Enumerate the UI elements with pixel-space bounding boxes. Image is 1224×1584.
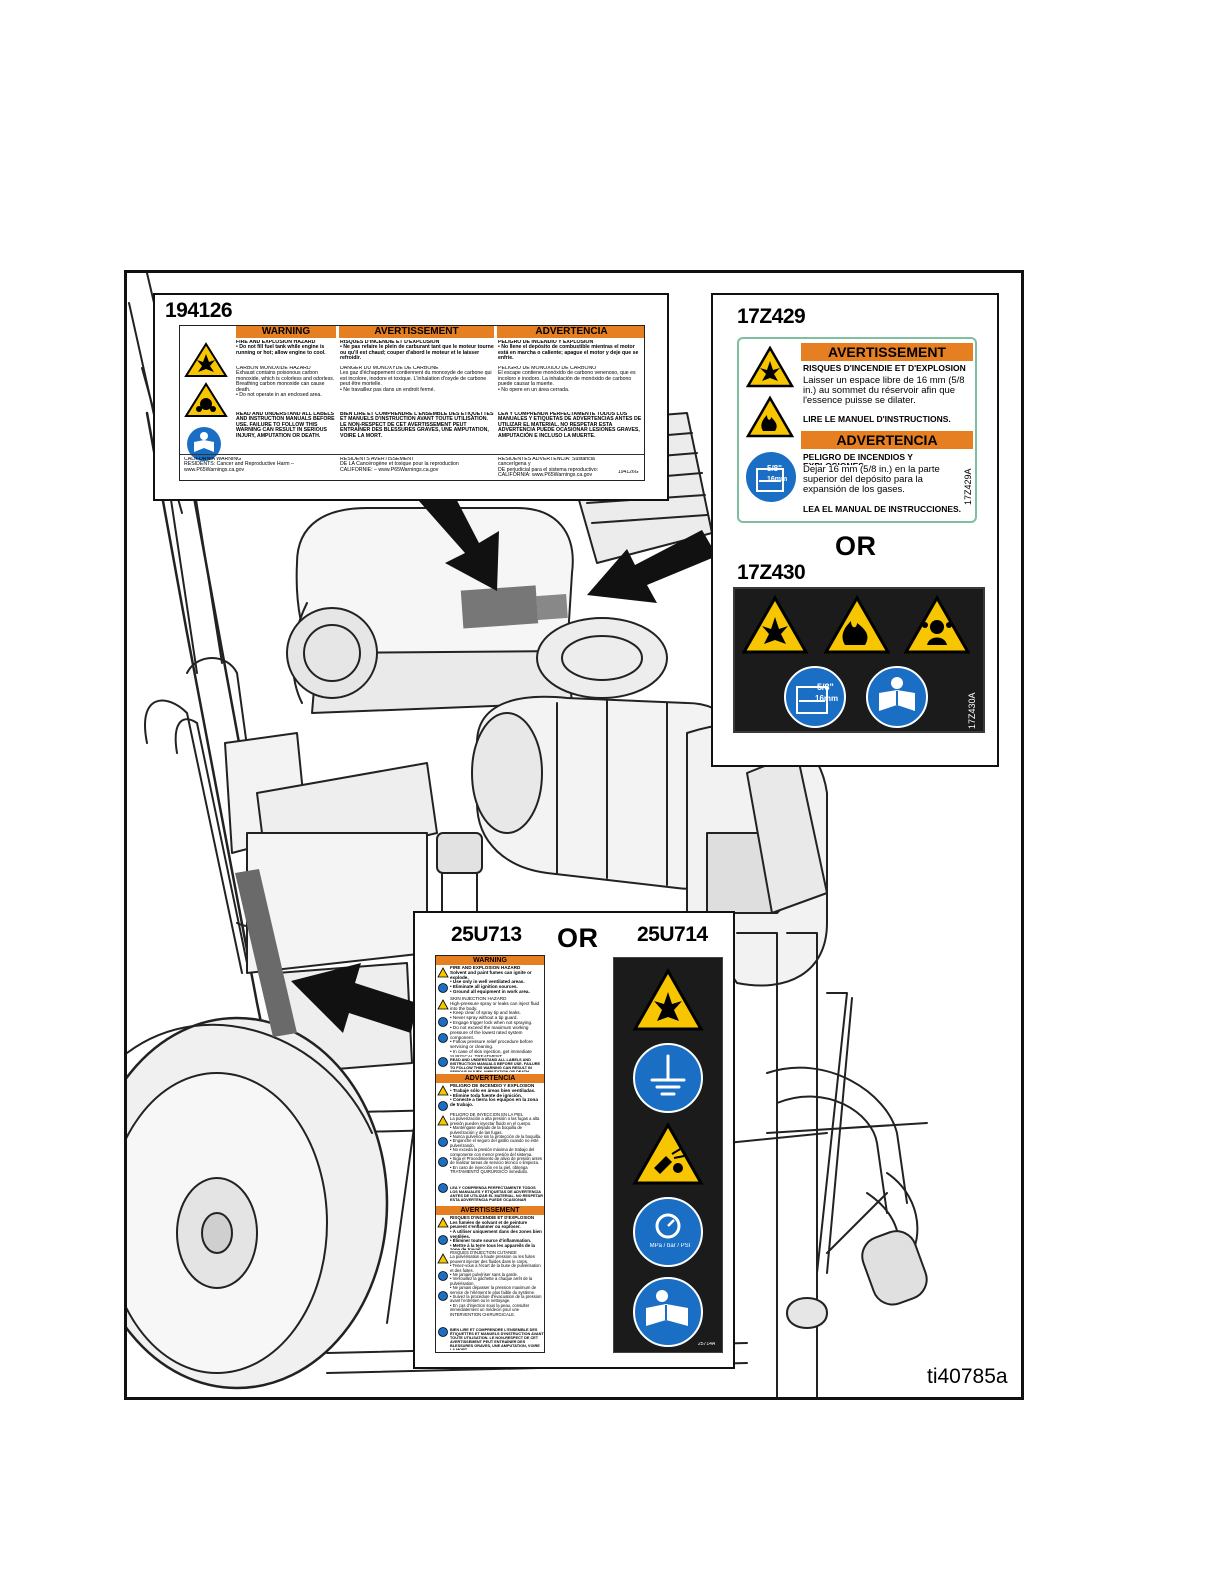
fire-explosion-icon <box>741 595 809 654</box>
sprayer-illustration <box>127 273 928 1397</box>
fr-co-text: DANGER DU MONOXYDE DE CARBONE Les gaz d'… <box>340 366 492 393</box>
es-fire-text: PELIGRO DE INCENDIO Y EXPLOSIÓN • No lle… <box>498 340 639 362</box>
header-advertencia: ADVERTENCIA <box>801 431 973 449</box>
header-avertissement: AVERTISSEMENT <box>801 343 973 361</box>
label-code-194126: 194126G <box>618 470 639 475</box>
en-read-text: READ AND UNDERSTAND ALL LABELS AND INSTR… <box>450 1058 541 1072</box>
fr-read-text: BIEN LIRE ET COMPRENDRE L'ENSEMBLE DES É… <box>340 412 494 439</box>
header-warning: WARNING <box>236 326 336 338</box>
read-manual-icon <box>187 427 221 461</box>
label-code-17Z430: 17Z430A <box>967 692 977 729</box>
part-number-25U713: 25U713 <box>451 923 522 946</box>
read-manual-icon <box>866 666 928 728</box>
fuel-fill-level-icon <box>746 452 796 502</box>
en-read-text: READ AND UNDERSTAND ALL LABELS AND INSTR… <box>236 412 335 439</box>
warning-label-25U714: MPa / bar / PSI 25714A <box>613 957 723 1353</box>
carbon-monoxide-icon <box>184 382 228 417</box>
fr-fire-text: RISQUES D'INCENDIE ET D'EXPLOSION Les fu… <box>450 1216 542 1250</box>
fr-body: Laisser un espace libre de 16 mm (5/8 in… <box>803 376 965 406</box>
fuel-fill-level-icon <box>784 666 846 728</box>
warning-label-17Z429: 5/8" 16mm AVERTISSEMENT RISQUES D'INCEND… <box>737 337 977 523</box>
part-number-25U714: 25U714 <box>637 923 708 946</box>
en-skin-text: SKIN INJECTION HAZARD High-pressure spra… <box>450 997 540 1057</box>
part-number-17Z430: 17Z430 <box>737 561 806 584</box>
en-co-text: CARBON MONOXIDE HAZARD Exhaust contains … <box>236 366 335 399</box>
warning-label-17Z430: 5/8" 16mm 17Z430A <box>733 587 985 733</box>
icon-dim-mm: 16mm <box>767 476 788 483</box>
header-avertissement: AVERTISSEMENT <box>339 326 494 338</box>
warning-label-25U713: WARNING FIRE AND EXPLOSION HAZARD Solven… <box>435 955 545 1353</box>
es-read: LEA EL MANUAL DE INSTRUCCIONES. <box>803 505 962 514</box>
fire-explosion-icon <box>632 968 704 1031</box>
or-separator: OR <box>557 923 599 953</box>
header-advertencia: ADVERTENCIA <box>436 1074 544 1083</box>
fr-skin-text: RISQUES D'INJECTION CUTANÉE La pulvérisa… <box>450 1251 542 1317</box>
es-fire-text: PELIGRO DE INCENDIO Y EXPLOSIÓN • Trabaj… <box>450 1084 538 1108</box>
fire-explosion-icon <box>745 345 795 388</box>
california-fr-text: RÉSIDENTS AVERTISSEMENT DE LA Cancérogèn… <box>340 457 459 473</box>
part-number-17Z429: 17Z429 <box>737 305 806 328</box>
inset-17Z429-17Z430: 17Z429 5/8" 16mm AVERTISSEMENT RISQUES D… <box>711 293 999 767</box>
icon-dim-in: 5/8" <box>817 683 834 692</box>
label-code-25U714: 25714A <box>698 1342 716 1347</box>
header-avertissement: AVERTISSEMENT <box>436 1206 544 1215</box>
or-separator: OR <box>835 531 877 561</box>
es-co-text: PELIGRO DE MONÓXIDO DE CARBONO El escape… <box>498 366 636 393</box>
icon-dim-in: 5/8" <box>767 465 782 473</box>
inset-194126: 194126 WARNING AVERTISSEMENT ADVERTENCIA… <box>153 293 669 501</box>
fr-title: RISQUES D'INCENDIE ET D'EXPLOSION <box>803 364 966 373</box>
fr-read: LIRE LE MANUEL D'INSTRUCTIONS. <box>803 415 951 424</box>
fr-read-text: BIEN LIRE ET COMPRENDRE L'ENSEMBLE DES É… <box>450 1328 544 1350</box>
pressure-relief-icon <box>633 1197 703 1267</box>
es-body: Dejar 16 mm (5/8 in.) en la parte superi… <box>803 465 940 495</box>
figure-id: ti40785a <box>927 1365 1008 1388</box>
en-fire-text: FIRE AND EXPLOSION HAZARD Solvent and pa… <box>450 966 532 995</box>
en-fire-text: FIRE AND EXPLOSION HAZARD • Do not fill … <box>236 340 326 356</box>
label-code-17Z429: 17Z429A <box>963 468 973 505</box>
fire-explosion-icon <box>184 342 228 377</box>
icon-dim-mm: 16mm <box>815 695 839 703</box>
flammable-icon <box>745 395 795 438</box>
california-es-text: RESIDENTES ADVERTENCIA: Sustancia cancer… <box>498 457 599 479</box>
flammable-icon <box>823 595 891 654</box>
pressure-units: MPa / bar / PSI <box>649 1243 691 1249</box>
es-title: PELIGRO DE INCENDIOS Y EXPLOSIONES <box>803 453 913 465</box>
ground-icon <box>633 1043 703 1113</box>
inset-25U713-25U714: 25U713 OR 25U714 WARNING FIRE AND EXPLOS… <box>413 911 735 1369</box>
header-advertencia: ADVERTENCIA <box>497 326 644 338</box>
toxic-fumes-icon <box>903 595 971 654</box>
header-warning: WARNING <box>436 956 544 965</box>
es-read-text: LEA Y COMPRENDA PERFECTAMENTE TODOS LOS … <box>498 412 642 439</box>
es-read-text: LEA Y COMPRENDA PERFECTAMENTE TODOS LOS … <box>450 1186 544 1202</box>
part-number-194126: 194126 <box>165 299 233 322</box>
read-manual-icon <box>633 1277 703 1347</box>
hazard-icon-column <box>437 967 449 1337</box>
injection-hazard-icon <box>632 1122 704 1185</box>
warning-label-194126: WARNING AVERTISSEMENT ADVERTENCIA FIRE A… <box>179 325 645 481</box>
figure-frame: 194126 WARNING AVERTISSEMENT ADVERTENCIA… <box>124 270 1024 1400</box>
california-en-text: CALIFORNIA WARNING RESIDENTS: Cancer and… <box>184 457 294 473</box>
es-skin-text: PELIGRO DE INYECCIÓN EN LA PIEL La pulve… <box>450 1113 543 1175</box>
fr-fire-text: RISQUES D'INCENDIE ET D'EXPLOSION • Ne p… <box>340 340 494 362</box>
